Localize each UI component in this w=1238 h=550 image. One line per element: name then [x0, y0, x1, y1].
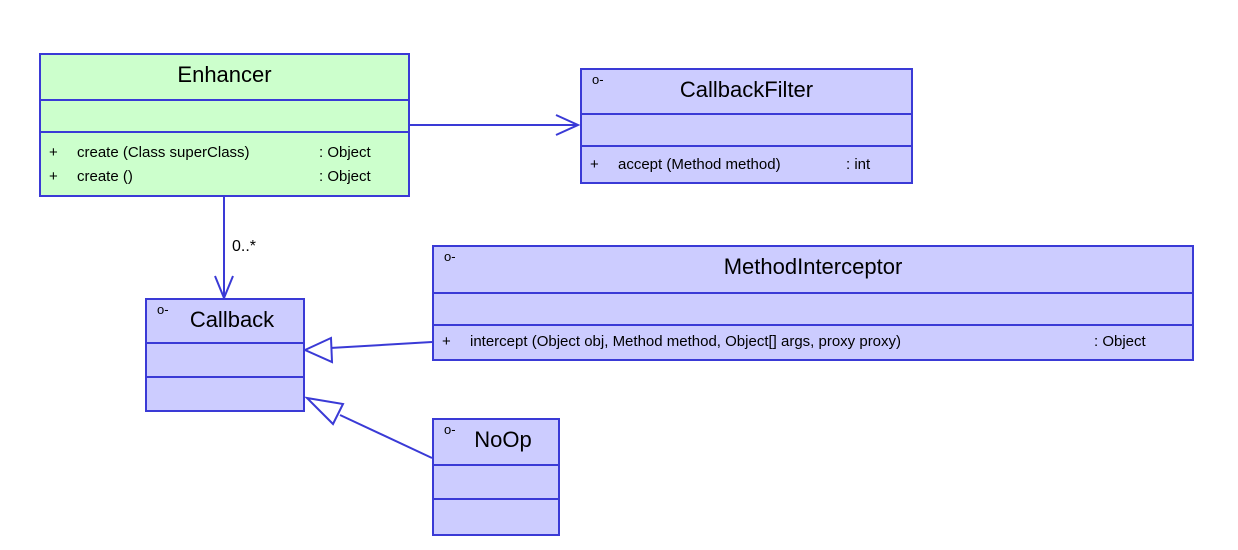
methodinterceptor-name-compartment: o- MethodInterceptor	[434, 247, 1192, 294]
interface-callbackfilter[interactable]: o- CallbackFilter + accept (Method metho…	[580, 68, 913, 184]
interface-callback[interactable]: o- Callback	[145, 298, 305, 412]
callbackfilter-attributes-compartment	[582, 115, 911, 147]
callback-operations-compartment	[147, 378, 303, 410]
methodinterceptor-callback-triangle	[302, 336, 334, 364]
multiplicity-label: 0..*	[232, 238, 257, 255]
class-name: MethodInterceptor	[723, 254, 903, 279]
operation-row: + create () : Object	[41, 165, 408, 189]
callback-attributes-compartment	[147, 344, 303, 378]
visibility: +	[49, 144, 58, 161]
operation-signature: accept (Method method)	[618, 156, 781, 173]
visibility: +	[442, 333, 451, 350]
interface-marker-icon: o-	[444, 422, 456, 437]
operation-return: : Object	[319, 168, 371, 185]
operation-row: + create (Class superClass) : Object	[41, 141, 408, 165]
operation-row: + accept (Method method) : int	[582, 153, 911, 177]
class-enhancer[interactable]: Enhancer + create (Class superClass) : O…	[39, 53, 410, 197]
noop-operations-compartment	[434, 500, 558, 534]
operation-return: : Object	[319, 144, 371, 161]
operation-return: : int	[846, 156, 871, 173]
methodinterceptor-operations-compartment: + intercept (Object obj, Method method, …	[434, 326, 1192, 354]
noop-attributes-compartment	[434, 466, 558, 500]
enhancer-callbackfilter-arrowhead	[555, 114, 581, 136]
operation-row: + intercept (Object obj, Method method, …	[434, 330, 1192, 354]
callbackfilter-operations-compartment: + accept (Method method) : int	[582, 147, 911, 177]
interface-marker-icon: o-	[592, 72, 604, 87]
enhancer-operations-compartment: + create (Class superClass) : Object + c…	[41, 133, 408, 189]
noop-callback-line	[339, 414, 433, 459]
interface-marker-icon: o-	[157, 302, 169, 317]
callbackfilter-name-compartment: o- CallbackFilter	[582, 70, 911, 115]
class-name: CallbackFilter	[679, 77, 814, 102]
methodinterceptor-attributes-compartment	[434, 294, 1192, 326]
methodinterceptor-callback-line	[329, 341, 433, 349]
interface-marker-icon: o-	[444, 249, 456, 264]
class-name: NoOp	[474, 427, 532, 452]
operation-signature: create (Class superClass)	[77, 144, 250, 161]
class-name: Callback	[189, 307, 275, 332]
interface-methodinterceptor[interactable]: o- MethodInterceptor + intercept (Object…	[432, 245, 1194, 361]
enhancer-attributes-compartment	[41, 101, 408, 133]
operation-return: : Object	[1094, 333, 1146, 350]
class-name: Enhancer	[177, 62, 272, 87]
visibility: +	[590, 156, 599, 173]
operation-signature: intercept (Object obj, Method method, Ob…	[470, 333, 902, 350]
noop-name-compartment: o- NoOp	[434, 420, 558, 466]
interface-noop[interactable]: o- NoOp	[432, 418, 560, 536]
operation-signature: create ()	[77, 168, 133, 185]
visibility: +	[49, 168, 58, 185]
callback-name-compartment: o- Callback	[147, 300, 303, 344]
enhancer-name-compartment: Enhancer	[41, 55, 408, 101]
noop-callback-triangle	[304, 396, 345, 426]
